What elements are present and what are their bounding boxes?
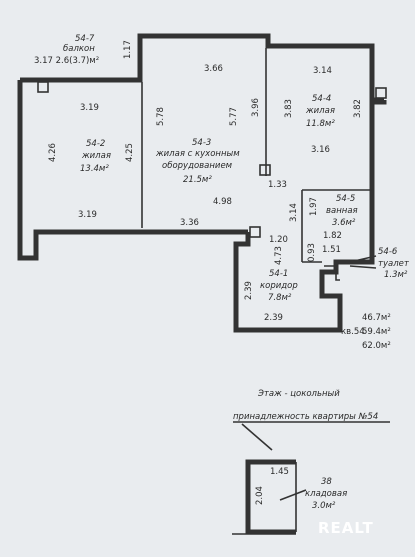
dim-319-bottom: 3.19 (78, 210, 97, 220)
dim-093: 0.93 (307, 243, 317, 262)
dim-117: 1.17 (123, 40, 133, 59)
room-544-number: 54-4 (312, 94, 331, 104)
ownership-note: принадлежность квартиры №54 (233, 412, 378, 422)
bath-area: 3.6м² (332, 218, 356, 228)
dim-396: 3.96 (251, 98, 261, 117)
outer-wall-right (369, 99, 387, 232)
dim-151: 1.51 (322, 245, 341, 255)
room-542-number: 54-2 (86, 139, 105, 149)
outer-wall-top (20, 33, 384, 103)
dim-383: 3.83 (284, 99, 294, 118)
dim-133: 1.33 (268, 180, 287, 190)
dim-120: 1.20 (269, 235, 288, 245)
storage-name: кладовая (305, 489, 347, 499)
balcony-dims: 3.17 2.6(3.7)м² (34, 56, 99, 66)
column-4 (375, 87, 387, 99)
column-1 (37, 81, 49, 93)
dim-204: 2.04 (255, 486, 265, 505)
dim-145: 1.45 (270, 467, 289, 477)
dim-366: 3.66 (204, 64, 223, 74)
dim-314: 3.14 (313, 66, 332, 76)
corridor-number: 54-1 (269, 269, 288, 279)
lower-wall-right (319, 232, 375, 333)
total-3: 62.0м² (362, 341, 391, 351)
toilet-number: 54-6 (378, 247, 398, 257)
ownership-leader-line (241, 423, 273, 451)
total-2: 59.4м² (362, 327, 391, 337)
dim-319-top: 3.19 (80, 103, 99, 113)
bath-name: ванная (326, 206, 358, 216)
room-542-area: 13.4м² (80, 164, 109, 174)
dim-197: 1.97 (309, 197, 319, 216)
floor-note: Этаж - цокольный (257, 389, 340, 399)
toilet-area: 1.3м² (384, 270, 408, 280)
total-1: 46.7м² (362, 313, 391, 323)
dim-316: 3.16 (311, 145, 330, 155)
dim-498: 4.98 (213, 197, 232, 207)
room-543-name2: оборудованием (162, 161, 233, 171)
walls (17, 33, 387, 333)
dim-425: 4.25 (125, 143, 135, 162)
corridor-name: коридор (260, 281, 298, 291)
storage-area: 3.0м² (312, 501, 336, 511)
storage-number: 38 (321, 477, 332, 487)
toilet-leader-line (349, 255, 377, 263)
column-3 (249, 226, 261, 238)
dim-314-vertical: 3.14 (289, 203, 299, 222)
dim-577: 5.77 (229, 107, 239, 126)
room-542-name: жилая (81, 151, 111, 161)
watermark: REALT (318, 519, 374, 537)
dim-239-horizontal: 2.39 (264, 313, 283, 323)
bath-number: 54-5 (336, 194, 355, 204)
room-543-name: жилая с кухонным (155, 149, 240, 159)
toilet-name: туалет (378, 259, 410, 269)
totals-label: кв.54 (341, 327, 365, 337)
storage-plan (232, 459, 297, 535)
room-543-area: 21.5м² (183, 175, 212, 185)
balcony-number: 54-7 (75, 34, 95, 44)
room-544-name: жилая (305, 106, 335, 116)
corridor-area: 7.8м² (268, 293, 292, 303)
toilet-fixture (324, 265, 340, 281)
toilet-leader-line-2 (349, 265, 377, 269)
storage-leader-line (279, 489, 307, 501)
dim-473: 4.73 (274, 246, 284, 265)
dim-239-vertical: 2.39 (244, 281, 254, 300)
column-2 (259, 164, 271, 176)
dim-382: 3.82 (353, 99, 363, 118)
room-544-area: 11.8м² (306, 119, 335, 129)
dim-182: 1.82 (323, 231, 342, 241)
storage-wall (245, 459, 296, 535)
room-543-number: 54-3 (192, 138, 211, 148)
outer-wall-left (17, 80, 248, 261)
dim-426: 4.26 (48, 143, 58, 162)
dim-578: 5.78 (156, 107, 166, 126)
lower-wall-left (233, 232, 326, 333)
balcony-name: балкон (63, 44, 95, 54)
dim-336: 3.36 (180, 218, 199, 228)
